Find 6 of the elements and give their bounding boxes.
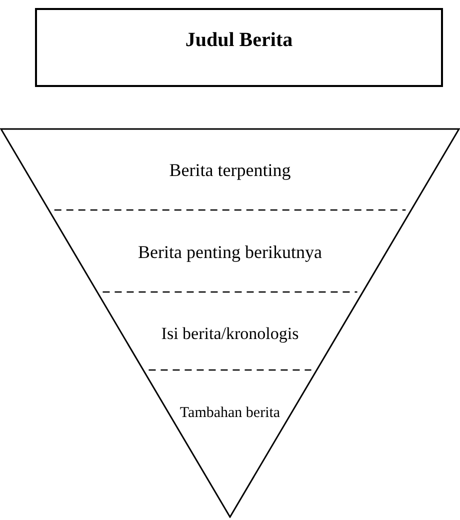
title-text: Judul Berita xyxy=(185,28,293,53)
layer-text: Isi berita/kronologis xyxy=(161,325,299,342)
layer-text: Berita terpenting xyxy=(169,161,291,179)
layer-text: Tambahan berita xyxy=(180,406,280,421)
title-box xyxy=(35,8,443,87)
layer-text: Berita penting berikutnya xyxy=(138,243,322,261)
